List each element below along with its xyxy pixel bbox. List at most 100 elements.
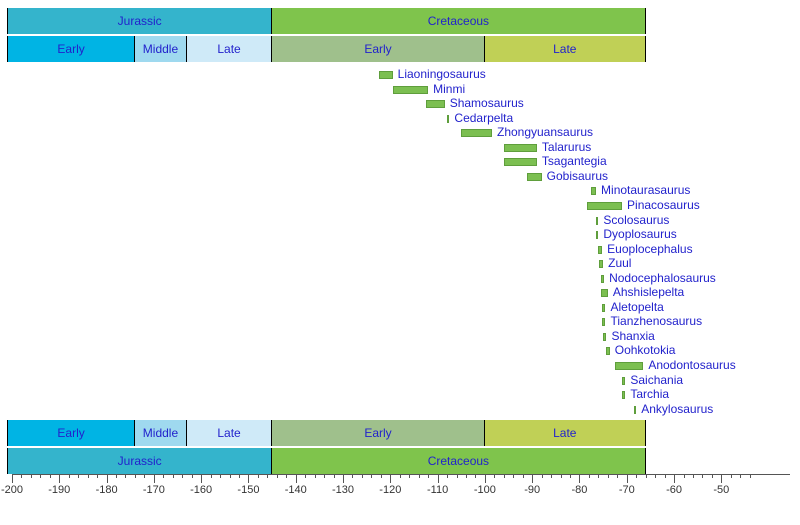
range-bar-scolosaurus[interactable]: [596, 216, 599, 225]
band-early: Early: [7, 420, 135, 446]
range-bar-pinacosaurus[interactable]: [586, 201, 623, 210]
band-cretaceous: Cretaceous: [272, 448, 646, 474]
band-late: Late: [484, 420, 646, 446]
taxon-label-scolosaurus: Scolosaurus: [603, 212, 670, 227]
range-bar-anodontosaurus[interactable]: [614, 362, 644, 370]
band-middle: Middle: [134, 36, 187, 62]
range-bar-zhongyuansaurus[interactable]: [461, 129, 492, 138]
taxon-row: Scolosaurus: [0, 212, 800, 228]
axis-tick-minor: [456, 474, 458, 478]
taxon-row: Nodocephalosaurus: [0, 270, 800, 286]
axis-tick-minor: [87, 474, 89, 478]
axis-tick-minor: [40, 474, 42, 478]
range-bar-nodocephalosaurus[interactable]: [600, 274, 605, 283]
range-bar-tarchia[interactable]: [622, 391, 626, 400]
axis-tick-minor: [418, 474, 420, 478]
range-bar-tianzhenosaurus[interactable]: [602, 318, 606, 327]
range-bar-liaoningosaurus[interactable]: [378, 71, 393, 79]
range-bar-ahshislepelta[interactable]: [600, 289, 608, 298]
taxon-row: Ankylosaurus: [0, 402, 800, 417]
band-early: Early: [272, 420, 485, 446]
axis-tick-major: [12, 474, 13, 483]
axis-tick-minor: [730, 474, 732, 478]
time-axis: -200-190-180-170-160-150-140-130-120-110…: [0, 474, 800, 524]
taxon-row: Saichania: [0, 373, 800, 388]
taxon-row: Shanxia: [0, 329, 800, 344]
range-bar-aletopelta[interactable]: [602, 303, 606, 312]
axis-tick-major: [626, 474, 628, 483]
range-bar-gobisaurus[interactable]: [527, 172, 542, 181]
taxon-row: Dyoplosaurus: [0, 227, 800, 242]
taxon-row: Tarchia: [0, 387, 800, 402]
axis-tick-minor: [134, 474, 136, 478]
axis-tick-minor: [692, 474, 694, 478]
taxon-label-ahshislepelta: Ahshislepelta: [612, 285, 685, 300]
axis-tick-minor: [172, 474, 174, 478]
taxon-row: Cedarpelta: [0, 110, 800, 126]
range-bar-shanxia[interactable]: [603, 332, 607, 341]
axis-tick-minor: [617, 474, 619, 478]
axis-tick-minor: [465, 474, 467, 478]
axis-tick-minor: [21, 474, 23, 478]
taxon-row: Liaoningosaurus: [0, 67, 800, 82]
axis-tick-minor: [352, 474, 354, 478]
axis-tick-minor: [267, 474, 269, 478]
range-bar-dyoplosaurus[interactable]: [596, 231, 599, 240]
taxon-row: Oohkotokia: [0, 343, 800, 358]
taxon-label-tarchia: Tarchia: [630, 387, 670, 402]
range-bar-zuul[interactable]: [599, 260, 604, 269]
axis-tick-minor: [645, 474, 647, 478]
axis-tick-major: [721, 474, 723, 483]
taxon-row: Anodontosaurus: [0, 358, 800, 373]
axis-tick-minor: [305, 474, 307, 478]
axis-tick-minor: [636, 474, 638, 478]
axis-tick-major: [532, 474, 534, 483]
axis-tick-minor: [513, 474, 515, 478]
range-bar-ankylosaurus[interactable]: [633, 405, 637, 414]
axis-tick-minor: [333, 474, 335, 478]
axis-tick-label: -160: [190, 484, 213, 496]
axis-tick-minor: [522, 474, 524, 478]
axis-tick-minor: [361, 474, 363, 478]
axis-tick-label: -50: [713, 484, 730, 496]
taxon-row: Euoplocephalus: [0, 242, 800, 257]
axis-tick-major: [674, 474, 676, 483]
range-bar-minotaurasaurus[interactable]: [591, 187, 597, 196]
band-late: Late: [186, 420, 273, 446]
taxon-label-shamosaurus: Shamosaurus: [449, 96, 524, 111]
range-bar-euoplocephalus[interactable]: [598, 245, 603, 254]
taxon-label-nodocephalosaurus: Nodocephalosaurus: [609, 270, 716, 285]
axis-tick-minor: [238, 474, 240, 478]
axis-tick-minor: [229, 474, 231, 478]
range-bar-talarurus[interactable]: [503, 143, 537, 152]
axis-tick-minor: [78, 474, 80, 478]
taxon-row: Minotaurasaurus: [0, 183, 800, 198]
axis-tick-label: -90: [524, 484, 541, 496]
axis-tick-label: -190: [48, 484, 71, 496]
taxon-label-tianzhenosaurus: Tianzhenosaurus: [610, 314, 703, 329]
taxon-label-cedarpelta: Cedarpelta: [454, 110, 514, 125]
axis-tick-minor: [286, 474, 288, 478]
band-late: Late: [186, 36, 273, 62]
taxon-label-dyoplosaurus: Dyoplosaurus: [603, 227, 677, 242]
range-bar-cedarpelta[interactable]: [447, 114, 450, 123]
axis-tick-minor: [588, 474, 590, 478]
axis-tick-label: -130: [332, 484, 355, 496]
axis-line: [12, 474, 790, 475]
range-bar-shamosaurus[interactable]: [425, 100, 445, 109]
taxon-row: Talarurus: [0, 140, 800, 155]
range-bar-oohkotokia[interactable]: [606, 347, 610, 356]
axis-tick-minor: [598, 474, 600, 478]
band-jurassic: Jurassic: [7, 8, 273, 34]
axis-tick-label: -200: [0, 484, 24, 496]
range-bar-tsagantegia[interactable]: [503, 158, 537, 167]
range-bar-saichania[interactable]: [622, 376, 626, 385]
taxon-label-minmi: Minmi: [433, 81, 466, 96]
band-cretaceous: Cretaceous: [272, 8, 646, 34]
axis-tick-major: [106, 474, 108, 483]
axis-tick-minor: [494, 474, 496, 478]
axis-tick-minor: [68, 474, 70, 478]
range-bar-minmi[interactable]: [392, 85, 429, 94]
axis-tick-minor: [210, 474, 212, 478]
